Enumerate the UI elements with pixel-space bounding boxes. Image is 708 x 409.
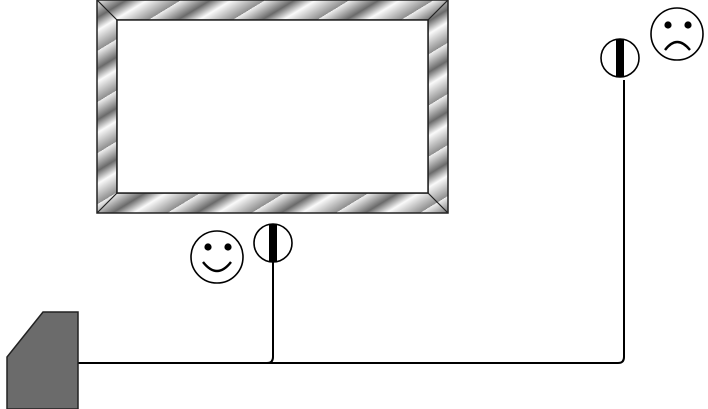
frowning-face-icon bbox=[651, 8, 703, 60]
smiley-face-icon bbox=[191, 231, 243, 283]
source-box bbox=[7, 312, 78, 409]
tv-display bbox=[117, 20, 428, 193]
near-plug-icon bbox=[254, 224, 292, 262]
tv-screen bbox=[97, 0, 448, 213]
far-plug-icon bbox=[601, 39, 639, 77]
branch-cable bbox=[267, 262, 273, 363]
